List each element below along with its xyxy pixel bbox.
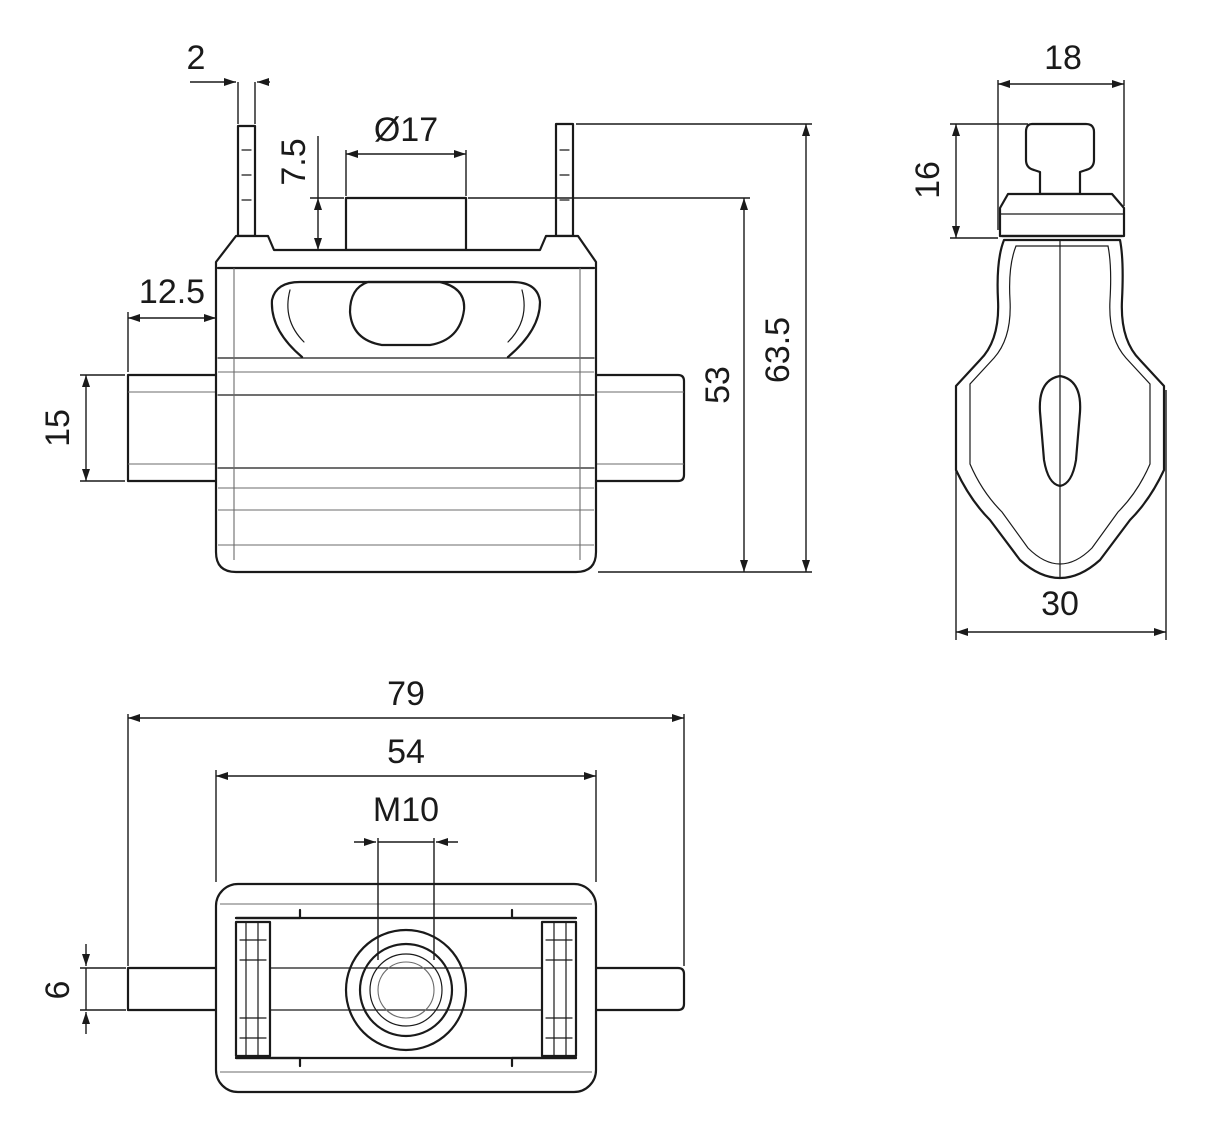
dim-bottom-width: 30 <box>1041 585 1079 623</box>
dim-overall-length: 79 <box>387 675 425 713</box>
top-left-pin <box>126 966 220 1012</box>
side-collar <box>998 192 1126 238</box>
dim-shaft-projection: 12.5 <box>139 273 205 311</box>
dim-top-height: 16 <box>909 161 947 199</box>
dim-body-length: 54 <box>387 733 425 771</box>
dim-pin-width: 2 <box>187 39 206 77</box>
dim-shaft-diameter: 15 <box>39 409 77 447</box>
top-body <box>214 882 598 1094</box>
dim-stud-diameter: Ø17 <box>374 111 438 149</box>
front-left-shaft <box>126 373 220 483</box>
front-view: 2 Ø17 7.5 12.5 15 53 63.5 <box>39 39 812 574</box>
front-stud <box>344 196 468 252</box>
dim-overall-height: 63.5 <box>759 317 797 383</box>
front-right-pin <box>554 122 575 238</box>
top-right-pin <box>594 966 686 1012</box>
dim-stud-height: 7.5 <box>275 138 313 185</box>
dim-thread: M10 <box>373 791 439 829</box>
dim-pin-diameter: 6 <box>39 981 77 1000</box>
front-left-pin <box>236 124 257 238</box>
side-view: 18 16 30 <box>909 39 1167 640</box>
front-body <box>214 234 598 574</box>
side-shell <box>954 238 1166 580</box>
side-top-knob <box>1024 122 1096 196</box>
front-right-shaft <box>594 373 686 483</box>
dim-body-height: 53 <box>699 366 737 404</box>
top-view: 79 54 M10 6 <box>39 675 686 1094</box>
dim-top-width: 18 <box>1044 39 1082 77</box>
